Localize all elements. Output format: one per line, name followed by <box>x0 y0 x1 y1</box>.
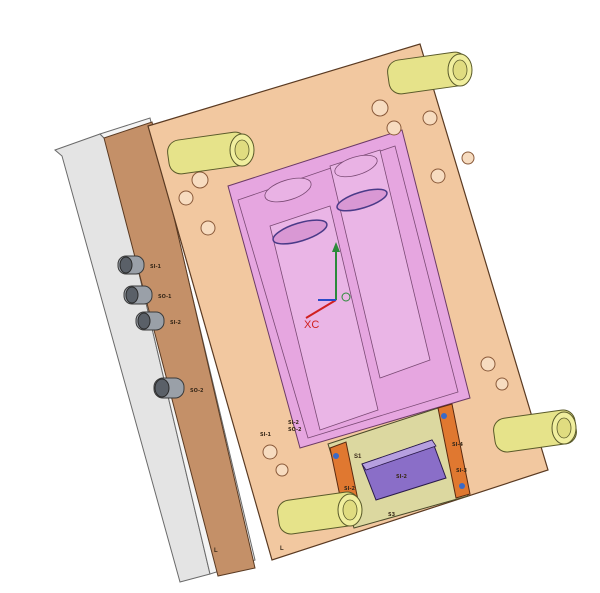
axis-y-arrow <box>332 242 340 252</box>
side-block-right <box>437 403 471 499</box>
fitting-2 <box>123 285 153 305</box>
guide-pin-bottom-left <box>277 491 363 535</box>
mold-plate-side <box>103 121 256 577</box>
slide-block-top <box>361 439 437 471</box>
corner-mark-right: L <box>280 546 284 552</box>
axis-x-line <box>305 299 337 319</box>
cavity-label-b: SO-2 <box>288 427 302 433</box>
side-block-screw-1 <box>333 453 339 459</box>
fitting-2-label: SO-1 <box>158 294 172 300</box>
side-block-screw-3 <box>459 483 465 489</box>
guide-pin-top-right <box>387 51 473 95</box>
corner-mark-left: L <box>214 548 218 554</box>
cavity-label-c: SI-1 <box>260 432 272 438</box>
side-plate-right-label: SI-4 <box>452 442 464 448</box>
side-plate-left-label: SI-2 <box>344 486 356 492</box>
cavity-bore-right <box>336 188 388 212</box>
fitting-3 <box>135 311 165 331</box>
cavity-top-left <box>264 177 312 203</box>
guide-pin-top-left <box>167 131 255 175</box>
fitting-4-label: SO-2 <box>190 388 204 394</box>
fitting-1-label: SI-1 <box>150 264 162 270</box>
guide-pin-bottom-right <box>493 409 577 453</box>
cavity-label-a: SI-2 <box>288 420 300 426</box>
side-plate-right-b-label: SI-3 <box>456 468 468 474</box>
fitting-3-label: SI-2 <box>170 320 182 326</box>
front-plate-label: S1 <box>354 454 362 460</box>
fitting-1 <box>117 255 145 275</box>
cavity-top-right <box>334 154 378 178</box>
axis-origin <box>341 292 351 302</box>
slide-block-label: SI-2 <box>396 474 408 480</box>
fitting-4 <box>153 377 185 399</box>
side-block-screw-2 <box>441 413 447 419</box>
cavity-bore-left <box>272 219 328 245</box>
plate-holes <box>178 99 509 477</box>
bottom-mark: S3 <box>388 512 396 518</box>
cavity-channel-left <box>269 205 379 431</box>
axis-label: XC <box>304 319 319 331</box>
